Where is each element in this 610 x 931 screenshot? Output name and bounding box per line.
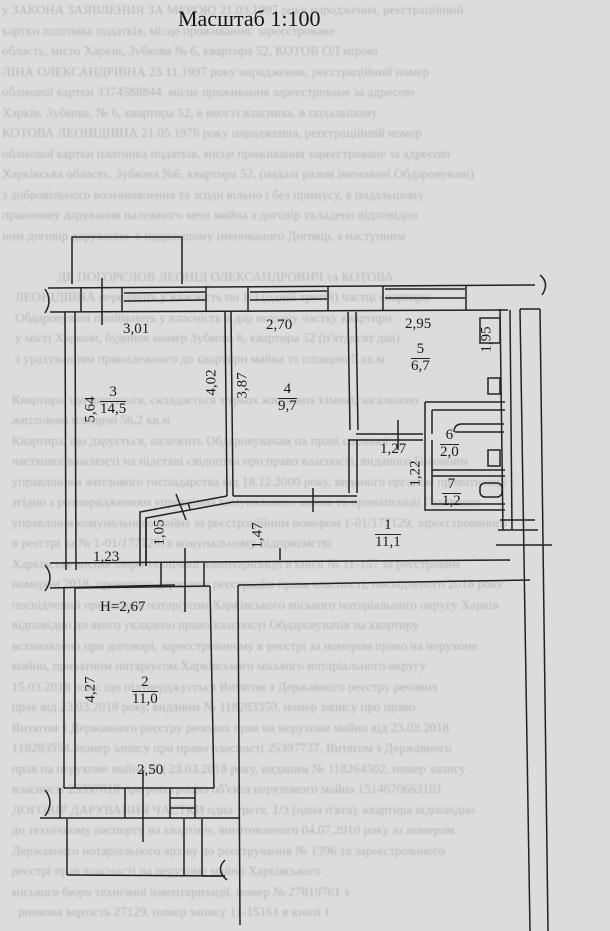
ceiling-height-label: H=2,67 <box>100 599 146 615</box>
dimension-label: 1,05 <box>151 519 168 546</box>
room-number: 7 <box>442 476 461 494</box>
room-number: 6 <box>440 427 459 445</box>
balcony-outline <box>71 236 183 284</box>
room-5-label: 5 6,7 <box>411 341 430 375</box>
dimension-label: 4,02 <box>203 369 220 396</box>
room-area: 11,0 <box>132 690 158 707</box>
dimension-label: 1,95 <box>478 326 495 353</box>
room-1-label: 1 11,1 <box>375 517 401 551</box>
dimension-label: 3,87 <box>234 372 251 399</box>
dimension-label: 1,27 <box>380 441 407 457</box>
room-number: 5 <box>411 341 430 359</box>
room-2-label: 2 11,0 <box>132 674 158 708</box>
room-number: 2 <box>132 674 158 692</box>
scale-title: Масштаб 1:100 <box>178 6 321 31</box>
dimension-label: 1,22 <box>407 460 424 487</box>
room-7-label: 7 1,2 <box>442 476 461 510</box>
dimension-label: 3,01 <box>123 321 150 337</box>
dimension-label: 1,23 <box>93 549 120 565</box>
room-6-label: 6 2,0 <box>440 427 459 461</box>
dimension-label: 2,70 <box>266 317 293 333</box>
dimension-label: 5,64 <box>82 396 99 423</box>
room-4-label: 4 9,7 <box>278 381 297 415</box>
room-area: 11,1 <box>375 533 401 550</box>
dimension-label: 2,50 <box>137 762 164 778</box>
room-area: 2,0 <box>440 443 459 460</box>
room-number: 4 <box>278 381 297 399</box>
dimension-label: 4,27 <box>82 676 99 703</box>
dimension-label: 2,95 <box>405 316 432 332</box>
room-area: 9,7 <box>278 397 297 414</box>
room-3-label: 3 14,5 <box>100 384 127 418</box>
room-number: 1 <box>375 517 401 535</box>
room-area: 6,7 <box>411 357 430 374</box>
room-area: 1,2 <box>442 492 461 509</box>
room-area: 14,5 <box>100 400 127 417</box>
dimension-label: 1,47 <box>249 522 266 549</box>
room-number: 3 <box>100 384 127 402</box>
